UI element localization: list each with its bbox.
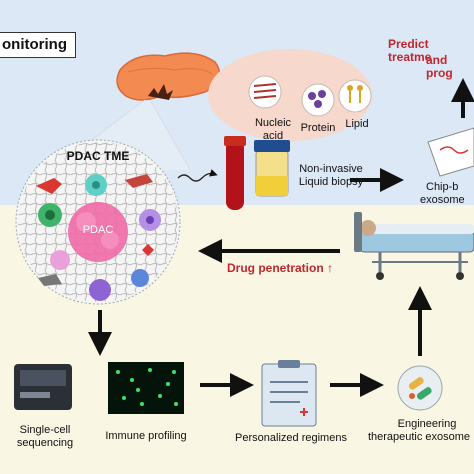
blood-tube-icon — [224, 136, 246, 210]
sequencer-icon — [14, 364, 72, 410]
hospital-bed-icon — [354, 212, 474, 280]
drug-penetration-label: Drug penetration ↑ — [226, 261, 333, 275]
monitoring-tag: onitoring — [0, 32, 76, 58]
chip-icon — [427, 127, 474, 177]
immune-profiling-icon — [108, 362, 184, 414]
clipboard-icon — [261, 360, 317, 427]
pdac-label: PDAC — [82, 224, 114, 236]
biomarker-bubble — [208, 49, 372, 141]
chip-line-2: exosome — [420, 194, 465, 206]
exosome-icon — [397, 365, 443, 411]
predict-line-1: Predict treatme — [388, 37, 432, 64]
tme-circle — [15, 139, 181, 305]
label-protein: Protein — [300, 122, 336, 134]
chip-line-1: Chip-b — [426, 181, 459, 193]
step-personalized: Personalized regimens — [235, 432, 347, 444]
label-nucleic-acid: Nucleic acid — [254, 117, 292, 142]
tme-title: PDAC TME — [66, 149, 130, 163]
label-lipid: Lipid — [345, 118, 369, 130]
step-immune: Immune profiling — [105, 430, 187, 442]
urine-cup-icon — [254, 140, 290, 197]
pancreas-icon — [116, 52, 221, 101]
biopsy-line-2: Liquid biopsy — [298, 176, 364, 188]
step-eng-line-1: Engineering — [397, 418, 457, 430]
biopsy-line-1: Non-invasive — [299, 163, 363, 175]
step-sc-line-2: sequencing — [16, 437, 74, 449]
predict-line-2: and prog — [426, 53, 453, 80]
step-sc-line-1: Single-cell — [19, 424, 71, 436]
step-eng-line-2: therapeutic exosome — [367, 431, 471, 443]
